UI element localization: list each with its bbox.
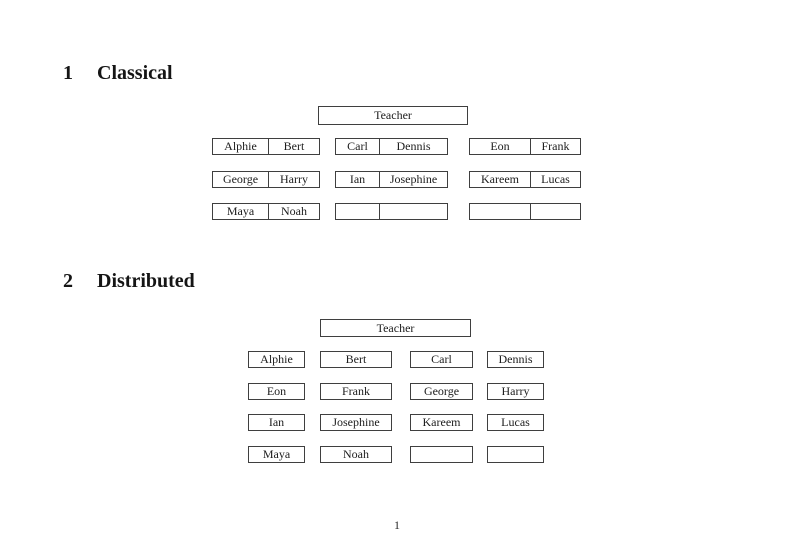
desk-seat-right: Dennis [396,139,431,153]
teacher-label: Teacher [374,108,412,122]
page-number: 1 [394,518,400,532]
distributed-desk: Kareem [410,414,473,431]
classical-desk: George Harry [212,171,320,188]
desk-seat-right: Bert [283,139,305,153]
section-heading-classical: 1 Classical [63,62,173,85]
desk-seat-right [380,204,447,219]
distributed-desk: Frank [320,383,392,400]
desk-seat-left: Eon [470,139,531,154]
desk-seat-left: Carl [336,139,380,154]
distributed-desk [487,446,544,463]
desk-seat-left: Maya [213,204,269,219]
distributed-desk: Noah [320,446,392,463]
classical-desk [469,203,581,220]
desk-seat-left [336,204,380,219]
teacher-label: Teacher [376,320,415,335]
distributed-desk: Alphie [248,351,305,368]
section-title: Classical [97,62,173,84]
distributed-desk: George [410,383,473,400]
desk-seat-left [470,204,531,219]
distributed-desk [410,446,473,463]
section-number: 2 [63,270,73,292]
classical-desk: Ian Josephine [335,171,448,188]
classical-desk: Carl Dennis [335,138,448,155]
section-heading-distributed: 2 Distributed [63,270,195,293]
section-title: Distributed [97,270,195,292]
classical-desk [335,203,448,220]
desk-seat-right: Josephine [389,172,438,186]
classical-desk: Kareem Lucas [469,171,581,188]
desk-seat-right: Harry [280,172,308,186]
distributed-desk: Josephine [320,414,392,431]
distributed-desk: Bert [320,351,392,368]
distributed-desk: Eon [248,383,305,400]
classical-desk: Eon Frank [469,138,581,155]
distributed-desk: Maya [248,446,305,463]
distributed-desk: Ian [248,414,305,431]
distributed-desk: Dennis [487,351,544,368]
desk-seat-right: Frank [541,139,570,153]
teacher-box: Teacher [320,319,471,337]
desk-seat-right: Lucas [541,172,570,186]
desk-seat-left: Kareem [470,172,531,187]
distributed-desk: Carl [410,351,473,368]
desk-seat-left: Alphie [213,139,269,154]
classical-desk: Maya Noah [212,203,320,220]
distributed-desk: Lucas [487,414,544,431]
distributed-desk: Harry [487,383,544,400]
desk-seat-left: Ian [336,172,380,187]
classical-desk: Alphie Bert [212,138,320,155]
desk-seat-right [531,204,580,219]
desk-seat-left: George [213,172,269,187]
section-number: 1 [63,62,73,84]
teacher-box: Teacher [318,106,468,125]
desk-seat-right: Noah [281,204,307,218]
